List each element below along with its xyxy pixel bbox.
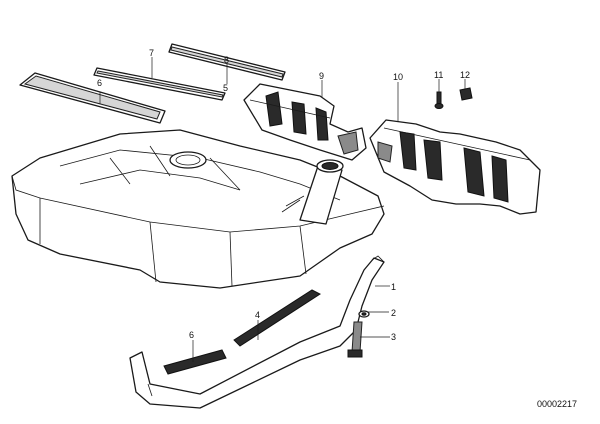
callout-1: 1 xyxy=(391,282,396,292)
callout-5: 5 xyxy=(223,83,228,93)
callout-8: 8 xyxy=(224,55,229,65)
fuel-tank xyxy=(11,129,385,289)
callout-7: 7 xyxy=(149,48,154,58)
leader-lines xyxy=(99,57,466,362)
strip-part-8 xyxy=(19,72,166,124)
pad-part-6-lower xyxy=(163,349,227,375)
callout-11: 11 xyxy=(434,70,443,80)
callout-6-lower: 6 xyxy=(189,330,194,340)
callout-9: 9 xyxy=(319,71,324,81)
nut-part-12 xyxy=(459,87,473,101)
callout-10: 10 xyxy=(393,72,403,82)
bolt-part-3 xyxy=(347,321,363,358)
washer-part-2 xyxy=(358,310,370,318)
tank-strap-part-1 xyxy=(129,255,385,409)
callout-4: 4 xyxy=(255,310,260,320)
callout-3: 3 xyxy=(391,332,396,342)
pad-part-4 xyxy=(233,289,322,347)
strip-part-5 xyxy=(168,43,286,81)
heat-shield-part-9 xyxy=(243,83,367,161)
callout-12: 12 xyxy=(460,70,470,80)
strip-part-7 xyxy=(93,67,226,101)
callout-6-upper: 6 xyxy=(97,78,102,88)
callout-labels: 1 2 3 4 5 6 6 7 8 9 10 11 12 xyxy=(97,48,470,342)
heat-shield-part-10 xyxy=(369,119,541,215)
bolt-part-11 xyxy=(434,91,444,109)
diagram-number: 00002217 xyxy=(537,399,577,409)
callout-2: 2 xyxy=(391,308,396,318)
